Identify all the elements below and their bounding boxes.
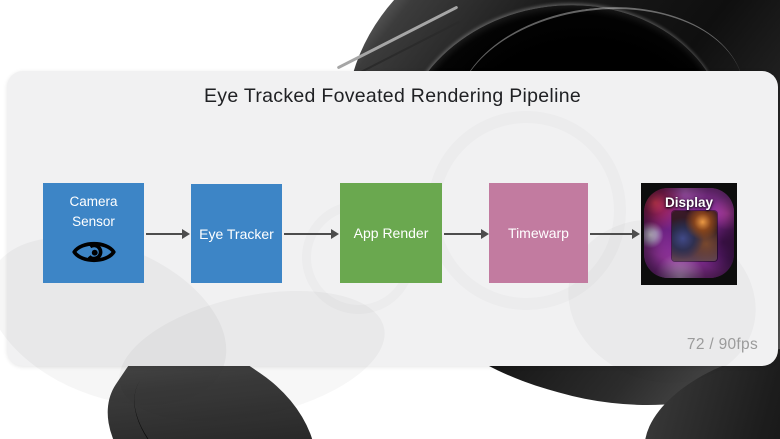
node-label: Timewarp: [508, 225, 569, 241]
pipeline-node-camera-sensor: Camera Sensor: [43, 183, 144, 283]
flow-arrow: [444, 229, 489, 239]
pipeline-node-display: Display: [641, 183, 737, 285]
node-label: Camera Sensor: [69, 194, 118, 229]
node-label: Display: [664, 195, 714, 210]
pipeline-node-timewarp: Timewarp: [489, 183, 588, 283]
flow-arrow: [590, 229, 640, 239]
flow-arrow: [146, 229, 190, 239]
pipeline-node-app-render: App Render: [340, 183, 442, 283]
pipeline-node-eye-tracker: Eye Tracker: [191, 184, 282, 283]
fps-counter: 72 / 90fps: [686, 336, 758, 353]
node-label: Eye Tracker: [199, 225, 274, 242]
eye-icon: [71, 238, 116, 266]
foveal-region: [672, 211, 717, 261]
foveated-render-image: Display: [644, 188, 734, 278]
node-label: App Render: [353, 225, 429, 241]
slide-title: Eye Tracked Foveated Rendering Pipeline: [203, 85, 581, 107]
flow-arrow: [284, 229, 339, 239]
